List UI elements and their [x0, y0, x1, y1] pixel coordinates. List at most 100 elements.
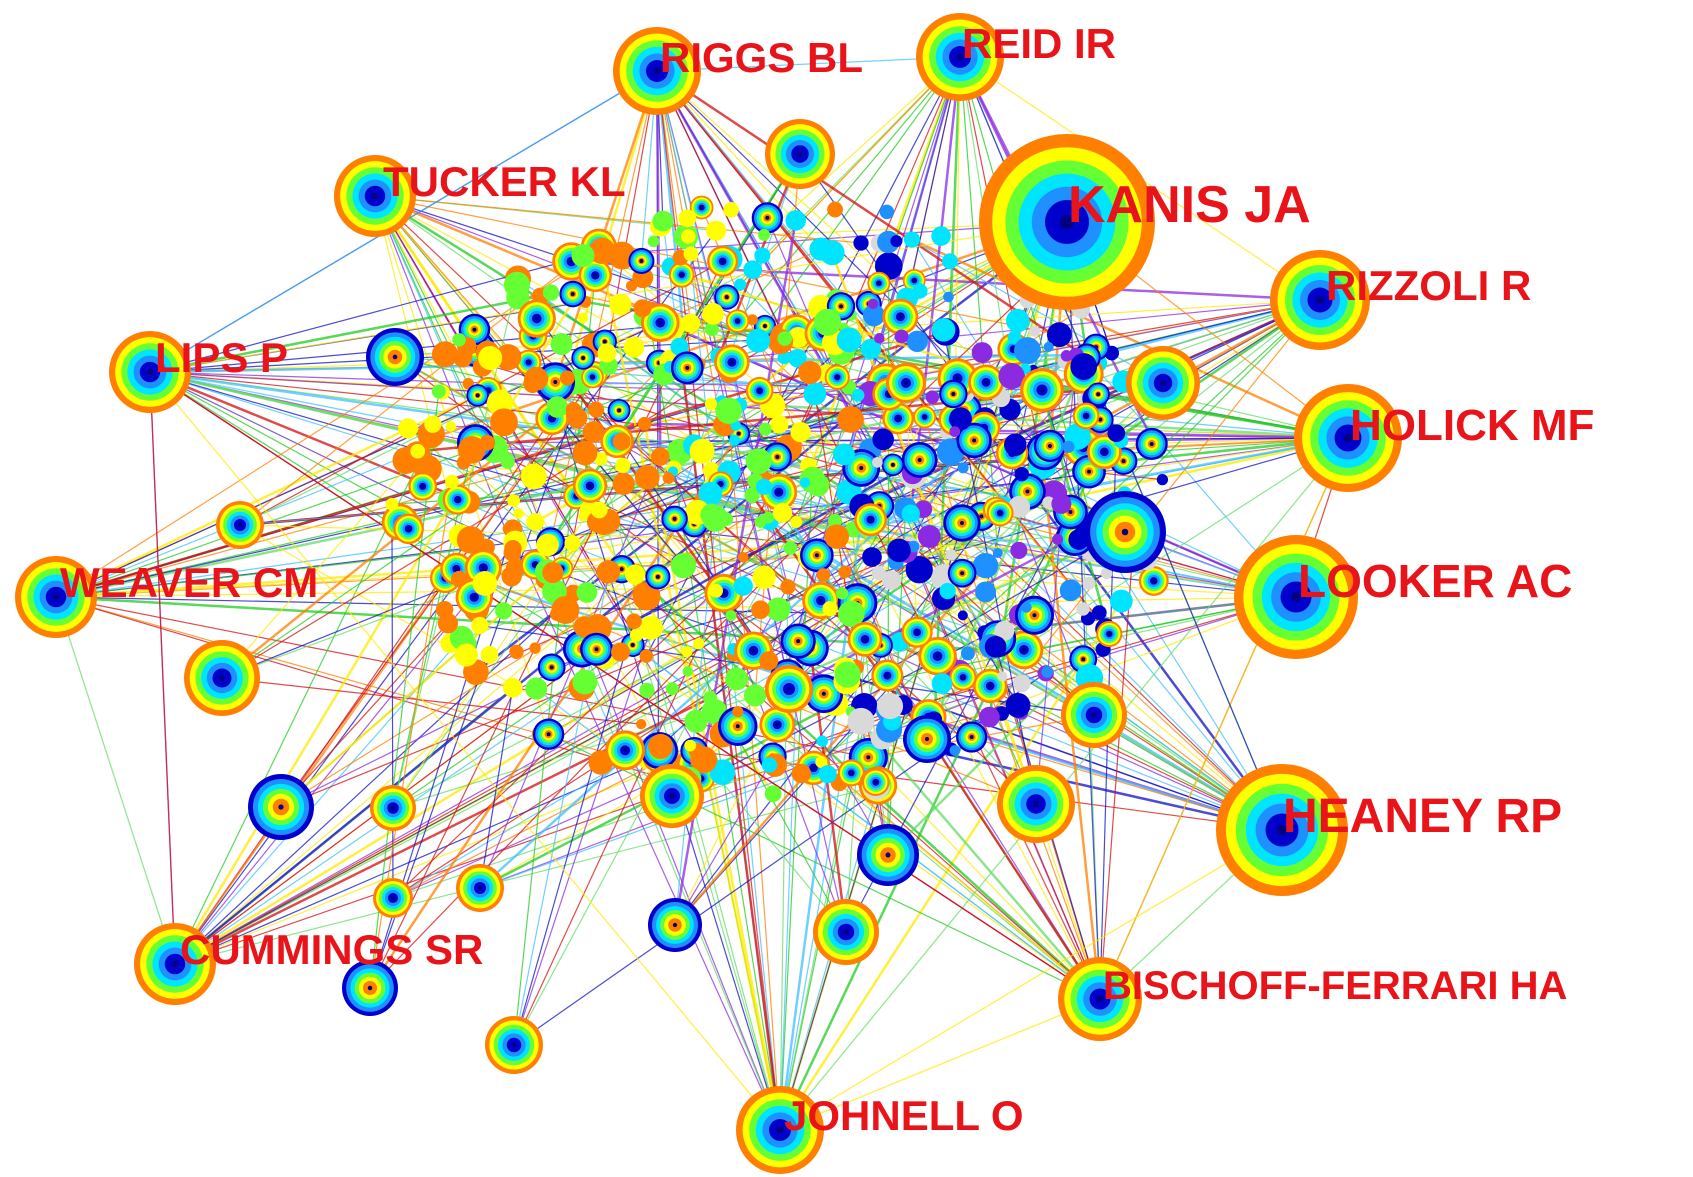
citation-edge — [174, 460, 1124, 965]
cluster-node — [398, 418, 419, 439]
cluster-node — [813, 308, 842, 336]
author-label-johnell: JOHNELL O — [784, 1092, 1024, 1139]
cluster-node — [509, 644, 524, 660]
cluster-node — [754, 247, 771, 264]
cluster-node — [456, 526, 485, 554]
cluster-node — [706, 220, 727, 241]
author-label-holick: HOLICK MF — [1350, 401, 1594, 450]
cluster-node — [751, 600, 770, 620]
citation-edge — [674, 764, 770, 926]
cluster-node — [639, 682, 655, 699]
cluster-node — [612, 432, 631, 451]
cluster-node — [1062, 440, 1075, 453]
citation-edge — [221, 335, 785, 679]
author-node-holick — [1294, 384, 1402, 492]
cluster-node — [818, 765, 837, 784]
cluster-node — [759, 651, 779, 671]
minor-hub-node — [765, 119, 835, 189]
cluster-node — [871, 565, 886, 581]
cluster-node — [790, 515, 803, 528]
cluster-node — [577, 312, 589, 324]
cluster-node — [662, 472, 675, 484]
cluster-node — [894, 329, 909, 344]
citation-edge — [549, 70, 658, 542]
citation-edge — [656, 70, 1107, 630]
cluster-node — [1041, 666, 1054, 678]
citation-edge — [656, 56, 961, 72]
cluster-node — [385, 497, 399, 511]
cluster-node — [956, 422, 992, 459]
cluster-node — [975, 581, 997, 603]
cluster-node — [746, 328, 771, 353]
cluster-node — [517, 299, 556, 338]
cluster-node — [851, 388, 865, 402]
cluster-node — [605, 730, 646, 771]
cluster-node — [1046, 322, 1072, 348]
cluster-node — [725, 309, 750, 333]
cluster-node — [1096, 620, 1123, 648]
cluster-node — [871, 659, 904, 692]
citation-edge — [174, 654, 734, 965]
cluster-node — [881, 453, 905, 477]
cluster-node — [822, 601, 838, 617]
citation-edge — [55, 596, 672, 772]
cluster-node — [532, 718, 565, 750]
author-label-bischoff: BISCHOFF-FERRARI HA — [1103, 964, 1567, 1008]
cluster-node — [683, 246, 699, 262]
cluster-node — [819, 240, 845, 266]
cluster-node — [590, 501, 608, 519]
minor-hub-node — [370, 785, 416, 831]
cluster-node — [715, 397, 742, 424]
cluster-node — [410, 443, 426, 459]
cluster-node — [714, 284, 740, 310]
cluster-node — [615, 457, 631, 474]
minor-hub-node — [765, 665, 813, 713]
cluster-node — [901, 616, 933, 648]
cluster-node — [840, 565, 852, 577]
cluster-node — [906, 330, 928, 353]
citation-edge — [710, 493, 1297, 598]
cluster-node — [681, 313, 701, 333]
cluster-node — [887, 538, 911, 563]
minor-hub-node — [366, 328, 424, 386]
citation-edge — [149, 294, 541, 374]
cluster-node — [565, 401, 582, 418]
cluster-node — [623, 337, 645, 358]
cluster-node — [917, 524, 941, 548]
minor-hub-node — [903, 715, 951, 763]
citation-edge — [149, 371, 176, 965]
minor-hub-node — [216, 501, 264, 549]
cluster-node — [800, 538, 834, 573]
cluster-node — [743, 260, 763, 280]
citation-edge — [239, 524, 626, 751]
cluster-node — [725, 610, 737, 622]
cluster-node — [1021, 602, 1032, 613]
citation-edge — [512, 437, 1349, 554]
cluster-node — [957, 610, 968, 621]
cluster-node — [689, 195, 714, 220]
cluster-node — [1100, 567, 1113, 580]
cluster-node — [1072, 402, 1100, 430]
cluster-node — [572, 468, 608, 503]
author-node-tucker — [334, 155, 416, 237]
cluster-node — [661, 505, 688, 533]
citation-edge — [513, 627, 652, 1046]
cluster-node — [790, 422, 811, 443]
cluster-node — [827, 201, 843, 218]
cluster-node — [1135, 427, 1168, 460]
cluster-node — [1059, 579, 1082, 602]
cluster-node — [580, 632, 614, 666]
cluster-node — [502, 678, 523, 698]
cluster-node — [632, 582, 661, 611]
cluster-node — [546, 396, 569, 418]
cluster-node — [1012, 674, 1031, 693]
citation-edge — [763, 56, 961, 236]
cluster-node — [1076, 602, 1090, 616]
cluster-node — [1028, 325, 1040, 337]
cluster-node — [764, 785, 782, 803]
cluster-node — [745, 376, 774, 405]
cluster-node — [972, 552, 999, 579]
cluster-node — [1043, 341, 1054, 353]
cluster-node — [670, 337, 689, 356]
cluster-node — [542, 561, 564, 584]
